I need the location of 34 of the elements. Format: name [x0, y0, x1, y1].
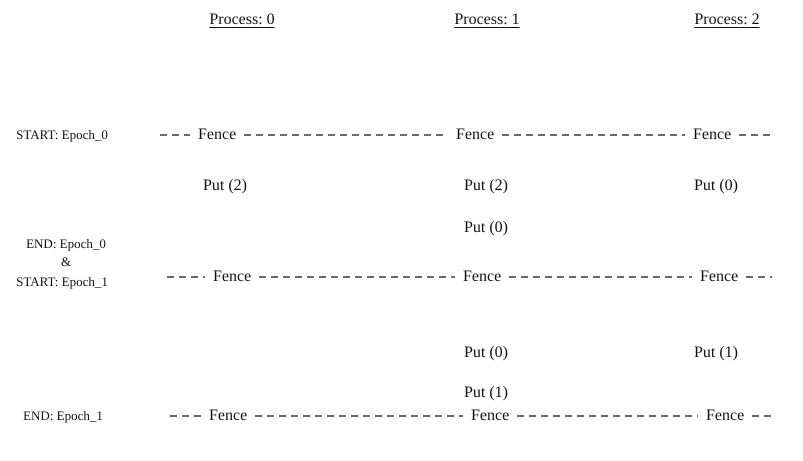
fence-label: Fence	[693, 125, 732, 145]
put-operation: Put (1)	[464, 384, 508, 402]
fence-label: Fence	[471, 406, 510, 426]
put-operation: Put (2)	[464, 177, 508, 195]
dashed-connector	[502, 134, 685, 136]
dashed-connector	[509, 276, 692, 278]
dashed-connector	[170, 415, 201, 417]
dashed-connector	[167, 276, 205, 278]
fence-label: Fence	[700, 267, 738, 287]
process-heading: Process: 0	[209, 11, 275, 29]
fence-label: Fence	[213, 267, 252, 287]
process-heading: Process: 1	[454, 11, 520, 29]
put-operation: Put (0)	[694, 177, 738, 195]
dashed-connector	[517, 415, 698, 417]
dashed-connector	[255, 415, 463, 417]
epoch-label: START: Epoch_0	[16, 126, 108, 144]
put-operation: Put (0)	[464, 219, 508, 237]
fence-label: Fence	[456, 125, 494, 145]
fence-label: Fence	[706, 406, 744, 426]
fence-label: Fence	[198, 125, 236, 145]
put-operation: Put (0)	[464, 344, 508, 362]
dashed-connector	[739, 134, 772, 136]
dashed-connector	[160, 134, 190, 136]
dashed-connector	[259, 276, 455, 278]
epoch-label: START: Epoch_1	[16, 273, 108, 291]
fence-label: Fence	[463, 267, 502, 287]
fence-label: Fence	[209, 406, 248, 426]
epoch-label: &	[60, 253, 72, 271]
put-operation: Put (2)	[203, 177, 247, 195]
put-operation: Put (1)	[694, 344, 738, 362]
epoch-label: END: Epoch_1	[23, 407, 103, 425]
dashed-connector	[746, 276, 772, 278]
epoch-label: END: Epoch_0	[26, 235, 106, 253]
process-heading: Process: 2	[694, 11, 760, 29]
